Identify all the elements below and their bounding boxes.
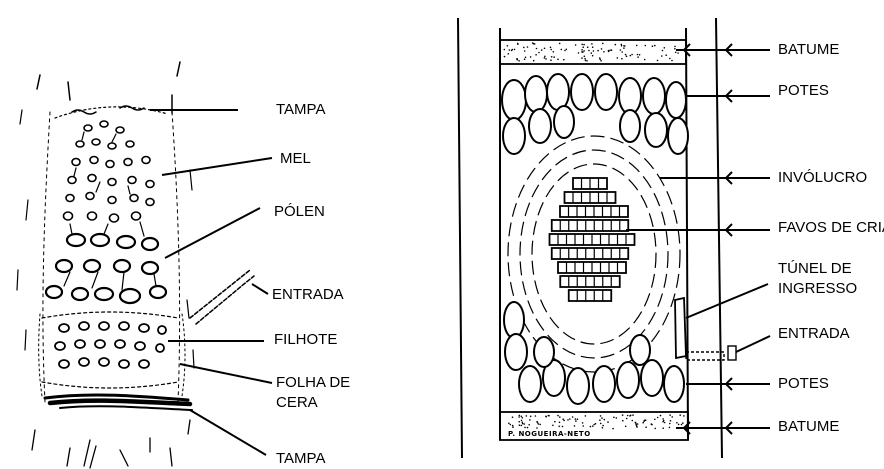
label-batume-bottom: BATUME xyxy=(778,418,839,436)
label-mel: MEL xyxy=(280,150,311,168)
label-entrada-right: ENTRADA xyxy=(778,325,850,343)
label-involucro: INVÓLUCRO xyxy=(778,169,884,187)
left-nest-drawing xyxy=(17,62,254,468)
label-potes-top: POTES xyxy=(778,82,829,100)
label-batume-top: BATUME xyxy=(778,41,839,59)
label-folha-de-cera-line2: CERA xyxy=(276,394,318,412)
label-tampa-top: TAMPA xyxy=(276,101,325,119)
label-entrada-left: ENTRADA xyxy=(272,286,344,304)
label-polen: PÓLEN xyxy=(274,203,325,221)
label-tunel-line2: INGRESSO xyxy=(778,280,857,298)
label-tunel-line1: TÚNEL DE xyxy=(778,260,852,278)
artist-signature: P. NOGUEIRA-NETO xyxy=(508,430,591,438)
brood-comb-row xyxy=(552,248,629,259)
brood-combs xyxy=(550,178,635,301)
label-folha-de-cera-line1: FOLHA DE xyxy=(276,374,350,392)
label-potes-bottom: POTES xyxy=(778,375,829,393)
label-favos-de-cria: FAVOS DE CRIA xyxy=(778,219,884,237)
brood-comb-row xyxy=(569,290,612,301)
brood-comb-row xyxy=(552,220,629,231)
label-filhote: FILHOTE xyxy=(274,331,337,349)
label-tampa-bottom: TAMPA xyxy=(276,450,325,468)
